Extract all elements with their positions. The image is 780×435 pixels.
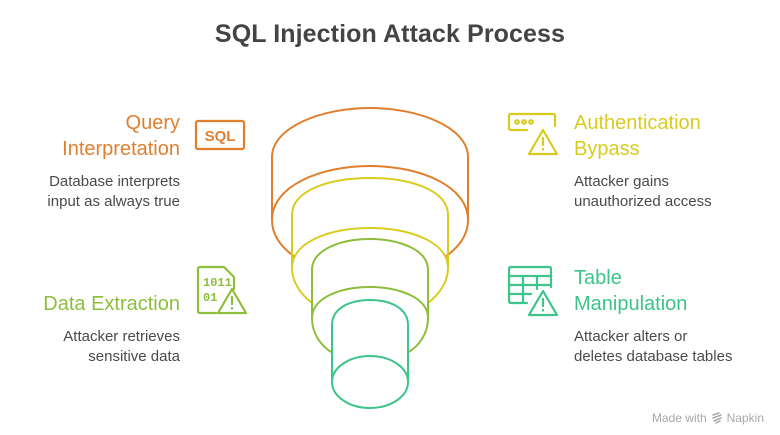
funnel-tier-2-top	[291, 176, 449, 216]
sql-icon: SQL	[194, 119, 246, 151]
step-data-extraction: Data Extraction Attacker retrieves sensi…	[20, 291, 180, 367]
svg-text:1011: 1011	[203, 276, 232, 290]
funnel-tier-4-bottom	[331, 355, 409, 409]
step-heading-line: Bypass	[574, 138, 640, 160]
napkin-logo-icon	[711, 412, 722, 424]
step-description-line: deletes database tables	[574, 348, 733, 365]
table-warning-icon	[507, 265, 559, 317]
funnel-tier-2-rim	[291, 226, 449, 269]
step-heading-line: Interpretation	[62, 138, 180, 160]
watermark-brand: Napkin	[726, 411, 764, 425]
step-table-manipulation: Table Manipulation Attacker alters or de…	[574, 265, 774, 367]
step-description-line: Attacker gains	[574, 173, 670, 190]
step-description-line: Attacker retrieves	[63, 328, 180, 345]
funnel-tier-3-side-left	[311, 270, 332, 353]
step-heading: Authentication Bypass	[574, 110, 774, 162]
step-description-line: Attacker alters or	[574, 328, 688, 345]
funnel-tier-1-top	[271, 106, 469, 158]
watermark-prefix: Made with	[651, 411, 707, 425]
watermark: Made with Napkin	[652, 411, 764, 425]
password-warning-icon	[507, 112, 559, 156]
step-heading: Table Manipulation	[574, 265, 774, 317]
step-heading: Query Interpretation	[20, 110, 180, 162]
step-heading-line: Query	[125, 112, 180, 134]
step-description: Attacker retrieves sensitive data	[20, 327, 180, 367]
step-description-line: sensitive data	[88, 348, 180, 365]
step-query-interpretation: Query Interpretation Database interprets…	[20, 110, 180, 212]
step-heading-line: Data Extraction	[43, 293, 180, 315]
funnel-tier-2-side-right	[427, 215, 449, 304]
diagram-title: SQL Injection Attack Process	[214, 20, 566, 48]
step-authentication-bypass: Authentication Bypass Attacker gains una…	[574, 110, 774, 212]
funnel-tier-3-top	[311, 237, 429, 271]
funnel-tier-table-manipulation	[331, 298, 409, 409]
step-description-line: input as always true	[47, 193, 180, 210]
svg-text:01: 01	[203, 291, 217, 305]
step-heading-line: Authentication	[574, 112, 701, 134]
step-heading-line: Manipulation	[574, 293, 688, 315]
step-heading: Data Extraction	[20, 291, 180, 317]
step-description-line: unauthorized access	[574, 193, 712, 210]
step-description-line: Database interprets	[49, 173, 180, 190]
funnel-tier-authentication-bypass	[291, 176, 449, 304]
step-description: Attacker alters or deletes database tabl…	[574, 327, 774, 367]
funnel-tier-query-interpretation	[271, 106, 469, 258]
sql-icon-text: SQL	[205, 128, 236, 145]
funnel-tier-2-side-left	[291, 215, 313, 304]
funnel-tier-4-top	[331, 298, 409, 326]
funnel-tier-1-rim	[271, 164, 469, 221]
step-description: Database interprets input as always true	[20, 172, 180, 212]
funnel-tier-3-rim	[311, 285, 429, 319]
funnel-tier-data-extraction	[311, 237, 429, 353]
step-description: Attacker gains unauthorized access	[574, 172, 774, 212]
funnel-tier-3-side-right	[408, 270, 429, 353]
step-heading-line: Table	[574, 267, 622, 289]
binary-file-warning-icon: 1011 01	[196, 265, 248, 315]
